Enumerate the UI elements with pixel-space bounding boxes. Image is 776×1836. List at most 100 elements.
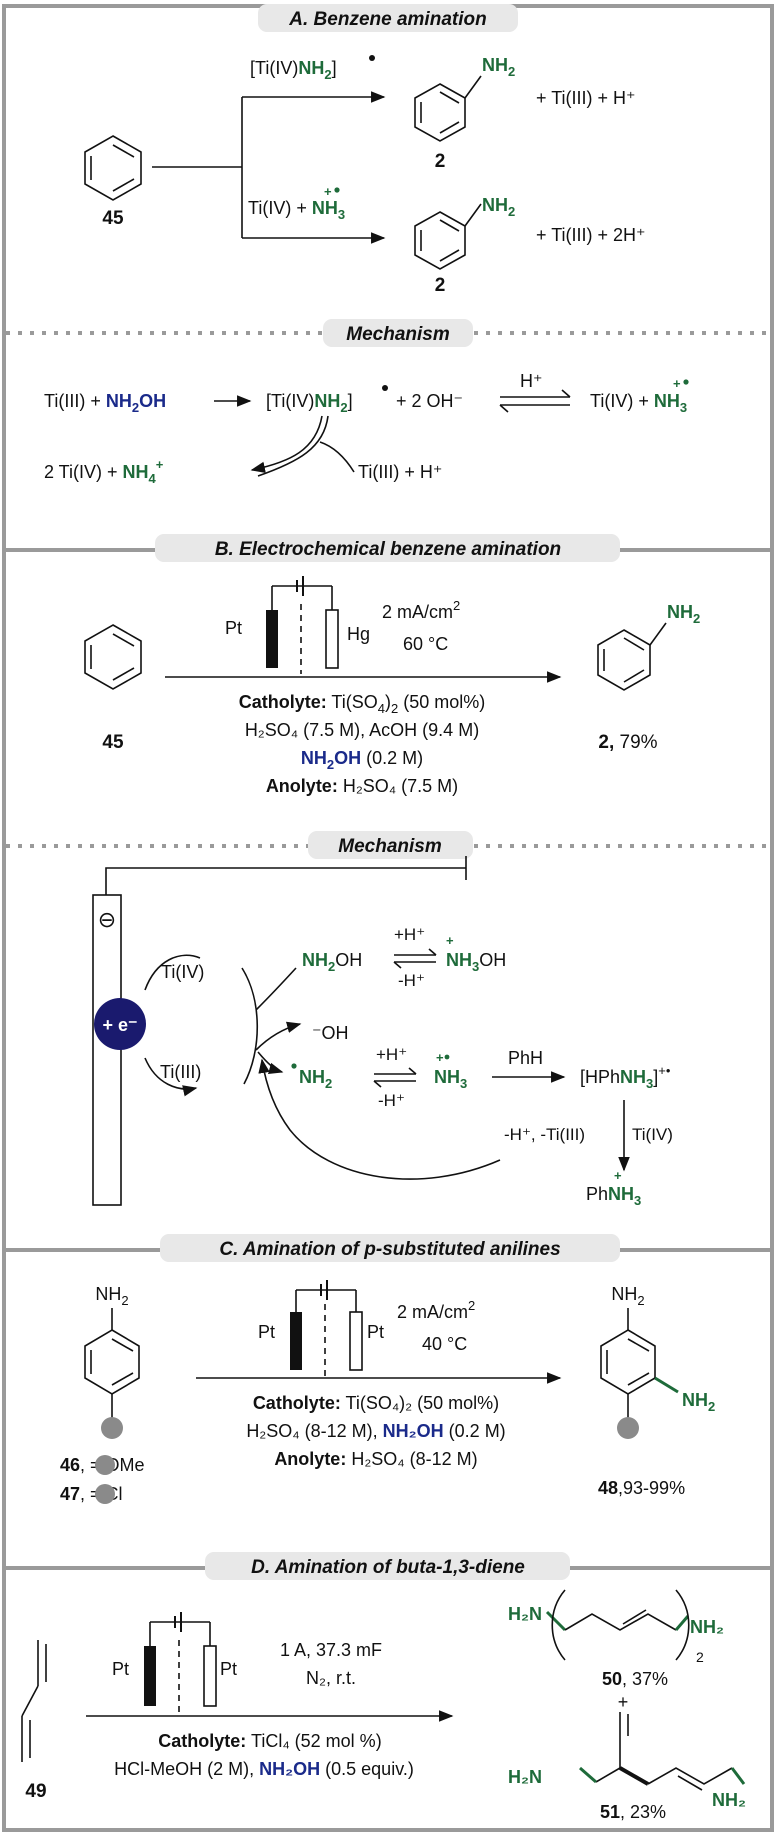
mech1-bottom-right: Ti(III) + H⁺: [358, 462, 442, 482]
header-pill-c: [160, 1234, 620, 1262]
upper-byproducts: + Ti(III) + H⁺: [536, 88, 636, 108]
p51-h2n: H₂N: [508, 1767, 542, 1787]
section-c-title: C. Amination of p-substituted anilines: [219, 1239, 560, 1260]
mech1-bottom-left: 2 Ti(IV) + NH4+: [44, 457, 164, 486]
minus-h-2: -H⁺: [378, 1091, 405, 1110]
radical-dot: [369, 55, 375, 61]
mech1-acid: H⁺: [520, 371, 543, 391]
eq-top-head: [561, 389, 571, 398]
branch-line: [152, 97, 243, 238]
temp-c: 40 °C: [422, 1334, 467, 1354]
ti4-label: Ti(IV): [161, 962, 204, 982]
catholyte-d: Catholyte: TiCl₄ (52 mol %): [158, 1731, 381, 1751]
section-a-title: A. Benzene amination: [288, 9, 486, 30]
substituent-icon-46: [95, 1455, 115, 1475]
cycle-arc-top: [144, 954, 201, 991]
anilinium-label: PhNH3: [586, 1184, 641, 1208]
product-2-lower: 2: [435, 275, 446, 296]
acids-b: H₂SO₄ (7.5 M), AcOH (9.4 M): [245, 720, 479, 740]
diamine-product-c: [600, 1308, 679, 1439]
mech1-complex: [Ti(IV)NH2]: [266, 391, 353, 415]
product-nh2-c: NH2: [682, 1390, 715, 1414]
conditions-d-1: 1 A, 37.3 mF: [280, 1640, 382, 1660]
cycle-arc-right: [241, 967, 259, 1085]
aniline-nh2-c: NH2: [95, 1284, 128, 1308]
catholyte-c: Catholyte: Ti(SO₄)₂ (50 mol%): [253, 1393, 499, 1413]
p50-repeat: 2: [696, 1649, 704, 1665]
acids-d: HCl-MeOH (2 M), NH₂OH (0.5 equiv.): [114, 1759, 414, 1779]
circuit-wire: [105, 867, 466, 895]
ti3-label: Ti(III): [160, 1062, 201, 1082]
product-50-chain: [545, 1589, 690, 1661]
nh3oh-label: NH3OH: [446, 950, 506, 974]
anilinium-charge: +: [614, 1168, 622, 1183]
section-b-title: B. Electrochemical benzene amination: [215, 539, 561, 560]
mech1-curve-out: [250, 415, 323, 473]
catholyte-b: Catholyte: Ti(SO4)2 (50 mol%): [239, 692, 486, 716]
header-pill-a: [258, 4, 518, 32]
upper-reagent: [Ti(IV)NH2]: [250, 58, 337, 82]
electrode-pt-c-left: Pt: [258, 1322, 275, 1342]
aniline-nh2-upper: NH2: [482, 55, 515, 79]
minus-h-1: -H⁺: [398, 971, 425, 990]
radical-dot-4: [683, 379, 689, 385]
mech1-curve-out-2: [257, 415, 329, 477]
eq2-bottom-head: [393, 961, 402, 969]
compound-45-label: 45: [102, 208, 124, 229]
header-pill-d: [205, 1552, 570, 1580]
nh3oh-charge: +: [446, 933, 454, 948]
phh-label: PhH: [508, 1048, 543, 1068]
arenium-complex: [HPhNH3]+•: [580, 1063, 671, 1091]
product-2-b: 2, 79%: [598, 732, 657, 753]
anolyte-b: Anolyte: H₂SO₄ (7.5 M): [266, 776, 458, 796]
compound-49-label: 49: [25, 1781, 46, 1802]
radical-cation-mark-2: +: [673, 376, 681, 391]
eq-bottom-head: [499, 404, 509, 413]
product-2-upper: 2: [435, 151, 446, 172]
lower-byproducts: + Ti(III) + 2H⁺: [536, 225, 646, 245]
cycle-arc-bottom: [144, 1057, 198, 1097]
current-b: 2 mA/cm2: [382, 598, 460, 622]
substituent-icon-47: [95, 1484, 115, 1504]
product-51-chain: [579, 1712, 746, 1791]
electron-circle: [94, 998, 146, 1050]
plus-h-2: +H⁺: [376, 1045, 407, 1064]
header-pill-b: [155, 534, 620, 562]
radical-dot-2: [334, 187, 340, 193]
cycle-arc-oh: [255, 1021, 302, 1051]
radical-dot-3: [382, 385, 388, 391]
aniline-nh2-b: NH2: [667, 602, 700, 626]
p50-nh2: NH₂: [690, 1617, 724, 1637]
aniline-product-b: [597, 622, 667, 691]
lower-reagent: Ti(IV) + NH3: [248, 198, 345, 222]
anolyte-c: Anolyte: H₂SO₄ (8-12 M): [274, 1449, 477, 1469]
electron-label: + e⁻: [102, 1015, 137, 1035]
cathode-minus-icon: ⊖: [98, 907, 116, 932]
acids-c: H₂SO₄ (8-12 M), NH₂OH (0.2 M): [246, 1421, 505, 1441]
temp-b: 60 °C: [403, 634, 448, 654]
p51-nh2: NH₂: [712, 1790, 746, 1810]
loss-label: -H⁺, -Ti(III): [504, 1125, 585, 1144]
product-51-label: 51, 23%: [600, 1802, 666, 1822]
header-pill-mech1: [323, 319, 473, 347]
p50-h2n: H₂N: [508, 1604, 542, 1624]
cycle-arc-nh2oh: [255, 967, 297, 1011]
nh3-charge: +: [436, 1050, 444, 1065]
eq3-bottom-head: [373, 1080, 382, 1088]
nh3-radical-dot: [444, 1054, 450, 1060]
plus-sign: +: [618, 1692, 629, 1712]
benzene-45-a: [84, 135, 142, 201]
electrode-mech2: [92, 894, 122, 1206]
electrode-pt-d-right: Pt: [220, 1659, 237, 1679]
electrode-pt-c-right: Pt: [367, 1322, 384, 1342]
product-50-label: 50, 37%: [602, 1669, 668, 1689]
plus-h-1: +H⁺: [394, 925, 425, 944]
mech1-product: Ti(IV) + NH3: [590, 391, 687, 415]
conditions-d-2: N₂, r.t.: [306, 1668, 356, 1688]
aniline-nh2-lower: NH2: [482, 195, 515, 219]
mechanism2-title: Mechanism: [338, 836, 442, 857]
product-nh2-top-c: NH2: [611, 1284, 644, 1308]
electrode-hg-b: Hg: [347, 624, 370, 644]
nh2-radical-dot: [291, 1063, 297, 1069]
butadiene-49: [21, 1640, 47, 1762]
